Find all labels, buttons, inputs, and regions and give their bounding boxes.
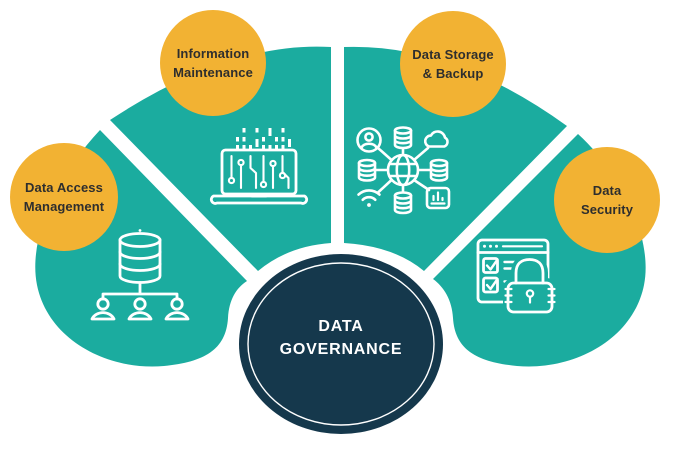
label-data-access-management: Data Access Management [24,178,104,216]
segment-information-maintenance [110,46,331,271]
binary-rain-dots [236,128,291,150]
db-node-bottom [393,191,413,215]
db-node-top [393,126,413,150]
wifi-node [357,189,381,207]
label-line: & Backup [422,66,484,81]
center-circle-inner-ring [247,262,435,426]
label-line: Data Storage [412,47,494,62]
bubble-information-maintenance [160,10,266,116]
label-line: Maintenance [173,65,253,80]
segment-data-storage-backup [344,46,567,271]
label-data-storage-backup: Data Storage & Backup [412,45,493,83]
chart-node [425,186,451,210]
label-line: Information [176,46,250,61]
network-storage-globe-icon [356,126,451,215]
label-line: Management [23,199,105,214]
center-title: DATA GOVERNANCE [280,315,403,361]
label-line: Data [592,183,622,198]
db-node-left [357,158,377,182]
laptop-circuit-icon [209,128,309,205]
padlock-halo [503,254,557,317]
db-node-right [429,158,449,182]
cloud-node [423,130,449,148]
bubble-data-access-management [10,143,118,251]
bubble-data-storage-backup [400,11,506,117]
label-information-maintenance: Information Maintenance [173,44,253,82]
label-data-security: Data Security [581,181,633,219]
label-line: Data Access [25,180,103,195]
padlock [504,258,556,314]
center-title-line: GOVERNANCE [279,341,403,358]
label-line: Security [580,202,634,217]
database-users-hierarchy-icon [90,229,190,321]
center-title-line: DATA [318,318,364,335]
bubble-data-security [554,147,660,253]
checklist-padlock-icon [476,238,557,317]
center-circle [239,254,443,434]
